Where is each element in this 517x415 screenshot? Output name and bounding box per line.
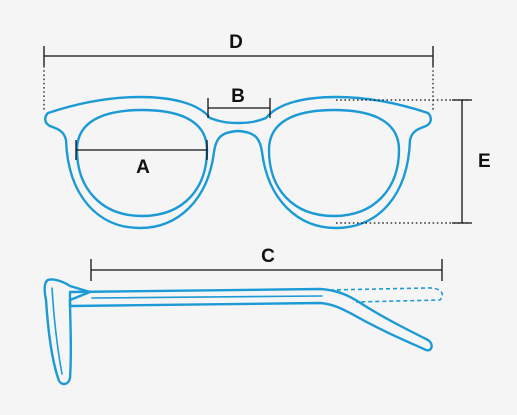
dimension-d: D	[43, 32, 434, 112]
frame-front-side	[43, 278, 92, 386]
dimension-b-label: B	[231, 86, 245, 107]
temple-tip-hidden	[329, 287, 444, 303]
dimension-a-label: A	[136, 157, 150, 178]
temple-arm-inner	[91, 295, 323, 299]
dimension-d-label: D	[229, 32, 243, 53]
dimension-b: B	[207, 86, 271, 118]
frame-front-side-inner	[51, 287, 63, 375]
dimension-c-label: C	[261, 246, 275, 267]
glasses-front-view	[44, 95, 432, 230]
right-lens	[267, 108, 401, 218]
left-lens	[75, 108, 209, 218]
dimension-c: C	[90, 246, 443, 281]
dimension-e: E	[336, 99, 491, 224]
glasses-side-view	[43, 278, 444, 386]
temple-arm	[68, 287, 433, 352]
dimension-e-label: E	[478, 151, 491, 172]
dimension-a: A	[75, 140, 208, 178]
frame-outer-outline	[44, 95, 432, 230]
